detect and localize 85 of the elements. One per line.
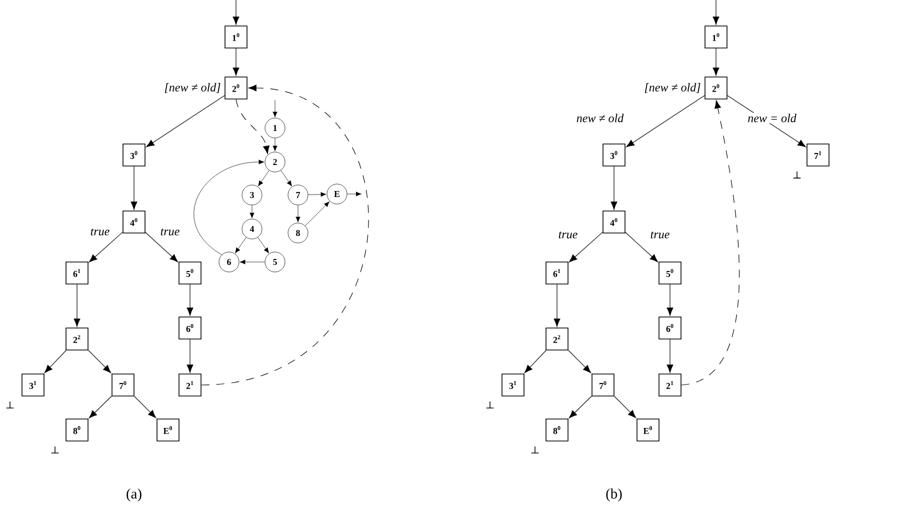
arrow xyxy=(272,138,278,152)
tree-box: 1$^{0}$ xyxy=(704,26,728,48)
panel-label: (a) xyxy=(126,488,142,502)
arrow xyxy=(145,232,178,262)
tree-box: 7$^{1}$ xyxy=(806,144,830,166)
tree-box: 4$^{0}$ xyxy=(602,210,626,234)
tree-box: 2$^{1}$ xyxy=(178,374,202,396)
bottom-symbol: ⊥ xyxy=(793,172,801,178)
arrow xyxy=(712,0,720,25)
edge-label: true xyxy=(649,230,671,240)
edge-label: new ≠ old xyxy=(575,112,625,124)
tree-box: 8$^{0}$ xyxy=(66,418,88,442)
arrow xyxy=(347,192,362,196)
tree-box: 2$^{1}$ xyxy=(658,374,682,396)
tree-box: 3$^{1}$ xyxy=(22,374,44,396)
arrow xyxy=(130,166,138,210)
arrow xyxy=(308,192,326,197)
tree-box: 2$^{0}$ xyxy=(224,76,248,100)
bottom-symbol: ⊥ xyxy=(486,402,494,408)
arrow xyxy=(554,284,560,327)
dashed-arrow xyxy=(681,100,740,386)
arrow xyxy=(88,350,112,374)
tree-box: 2$^{0}$ xyxy=(704,76,728,100)
arrow xyxy=(305,202,330,226)
arrow xyxy=(626,95,705,148)
condition-label: [new ≠ old] xyxy=(644,83,700,93)
edge-label: new = old xyxy=(746,112,798,124)
bottom-symbol: ⊥ xyxy=(6,402,14,408)
arrow xyxy=(250,205,254,218)
edge-label: true xyxy=(89,228,111,236)
tree-box: 3$^{1}$ xyxy=(502,374,524,396)
condition-label: [new ≠ old] xyxy=(164,83,220,93)
tree-box: 6$^{1}$ xyxy=(546,262,568,284)
tree-box: 8$^{0}$ xyxy=(546,418,568,442)
panel-label: (b) xyxy=(606,488,622,502)
arrow xyxy=(569,232,603,262)
arrow xyxy=(240,260,265,264)
tree-box: 2$^{2}$ xyxy=(66,328,88,350)
tree-box: 3$^{0}$ xyxy=(602,144,626,166)
arrow xyxy=(232,48,240,76)
tree-box: 6$^{0}$ xyxy=(658,316,682,340)
arrow xyxy=(258,170,270,186)
arrow xyxy=(232,0,240,25)
arrow xyxy=(258,237,269,254)
edge-label: true xyxy=(159,228,181,236)
arrow xyxy=(568,396,592,418)
tree-box: 7$^{0}$ xyxy=(112,374,134,396)
tree-box: 6$^{0}$ xyxy=(178,316,202,340)
tree-box: 1$^{0}$ xyxy=(224,26,248,48)
arrow xyxy=(568,350,592,374)
arrow xyxy=(134,396,156,418)
arrow xyxy=(186,339,194,373)
dashed-arrow xyxy=(236,99,270,154)
arrow xyxy=(666,284,674,316)
tree-box: E$^{0}$ xyxy=(636,418,660,442)
arrow xyxy=(88,396,112,418)
arrow xyxy=(625,232,658,262)
arrow xyxy=(712,48,720,76)
dashed-arrow xyxy=(201,84,368,386)
arrow xyxy=(296,205,300,222)
arrow xyxy=(146,95,225,148)
tree-box: E$^{0}$ xyxy=(156,418,180,442)
arrow xyxy=(272,100,278,118)
tree-box: 6$^{1}$ xyxy=(66,262,88,284)
tree-box: 5$^{0}$ xyxy=(178,262,202,284)
bottom-symbol: ⊥ xyxy=(531,446,539,454)
arrow xyxy=(524,350,546,374)
arrow xyxy=(235,237,246,254)
edge-label: true xyxy=(557,230,579,240)
arrow xyxy=(74,284,80,327)
arrow xyxy=(727,95,806,148)
arrow xyxy=(44,350,66,374)
arrow xyxy=(89,232,123,262)
bottom-symbol: ⊥ xyxy=(51,446,59,454)
tree-box: 3$^{0}$ xyxy=(122,144,146,166)
arrow xyxy=(194,160,264,255)
tree-box: 7$^{0}$ xyxy=(592,374,614,396)
arrow xyxy=(280,170,292,186)
arrow xyxy=(614,396,636,418)
tree-box: 2$^{2}$ xyxy=(546,328,568,350)
arrow xyxy=(610,166,618,210)
tree-box: 5$^{0}$ xyxy=(658,262,682,284)
arrow xyxy=(666,339,674,373)
arrow xyxy=(186,284,194,316)
tree-box: 4$^{0}$ xyxy=(122,210,146,234)
